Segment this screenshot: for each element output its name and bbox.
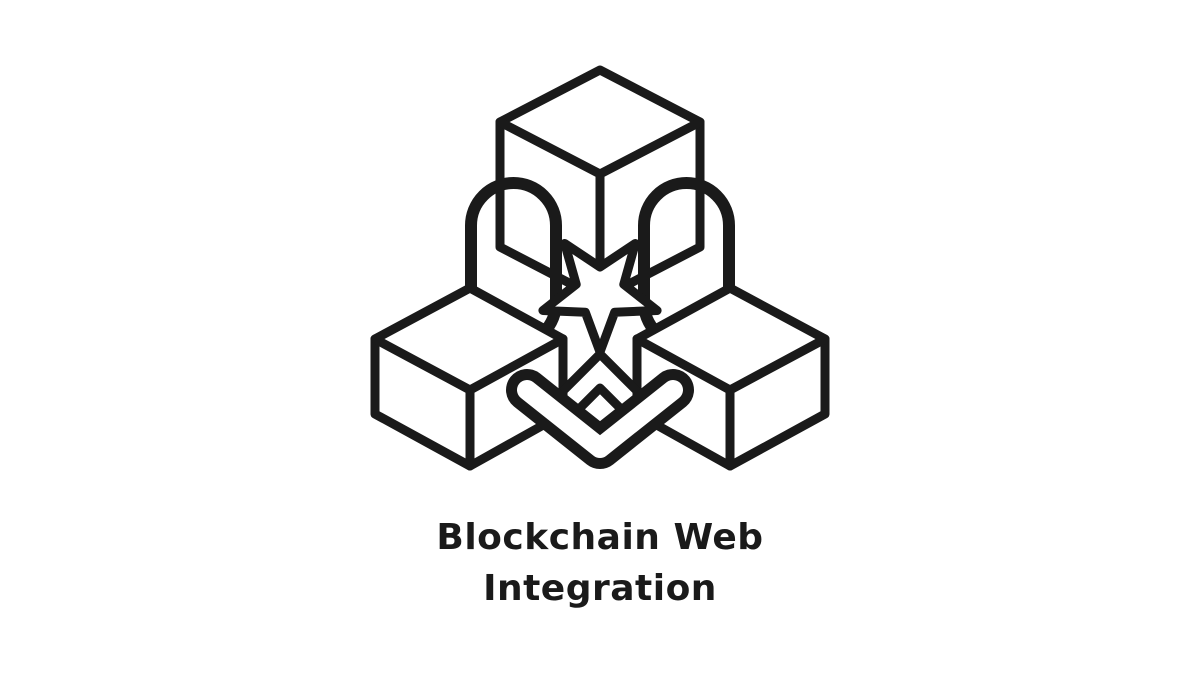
bottom-left-cube [370,283,568,471]
chain-link-bottom [506,369,694,469]
bottom-right-cube [632,283,830,471]
caption-line-2: Integration [483,568,717,609]
blockchain-illustration [370,65,830,471]
caption: Blockchain Web Integration [0,512,1200,614]
star-shape [538,239,662,357]
caption-line-1: Blockchain Web [436,517,764,558]
blockchain-icon [370,65,830,471]
